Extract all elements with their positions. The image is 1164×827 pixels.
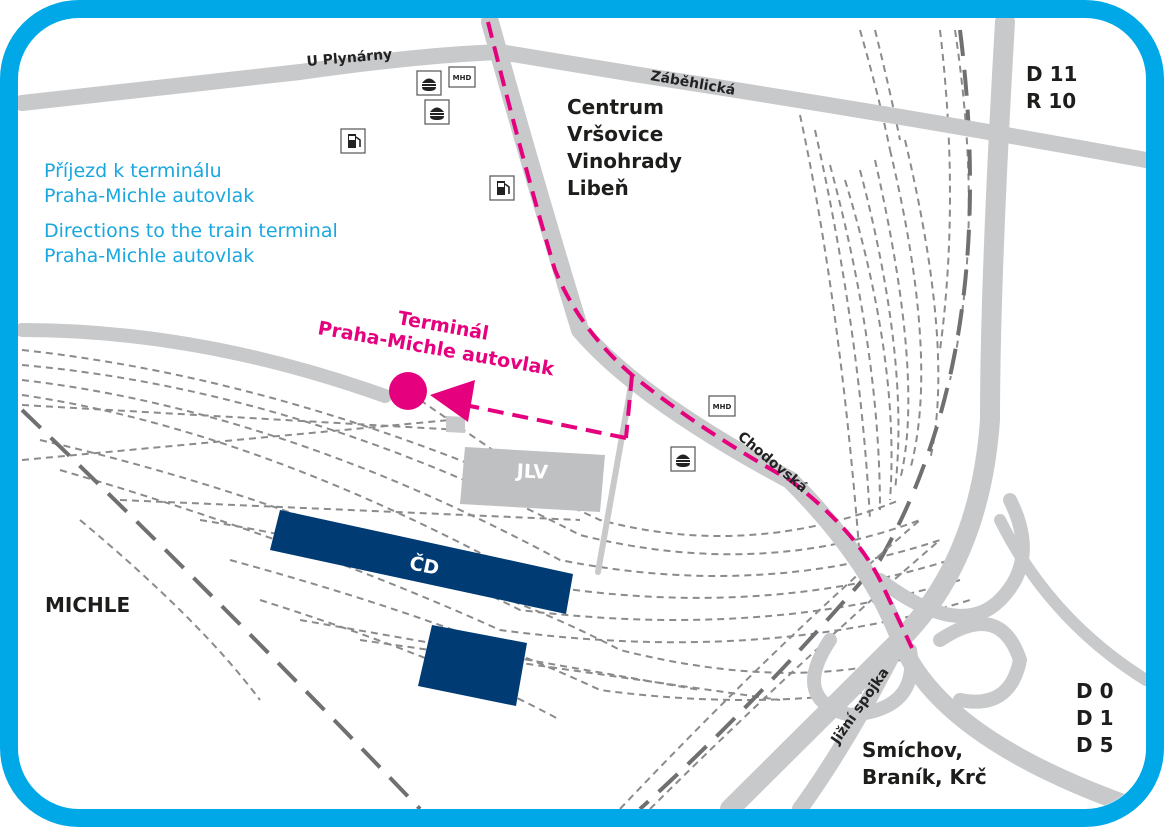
place-north-4: Libeň xyxy=(567,176,629,200)
jlv-building xyxy=(460,447,605,512)
highway-se-3: D 5 xyxy=(1076,733,1113,757)
terminal-marker[interactable] xyxy=(389,372,427,410)
mhd-label: MHD xyxy=(453,74,472,82)
cd-building-south xyxy=(418,625,527,706)
jlv-annex xyxy=(446,416,465,433)
road-service xyxy=(595,377,635,575)
route-connector xyxy=(624,374,634,439)
place-michle: MICHLE xyxy=(45,593,130,617)
place-north-1: Centrum xyxy=(567,95,664,119)
road-loop-right xyxy=(933,617,1027,709)
info-en-line1: Directions to the train terminal xyxy=(44,220,338,242)
bus-stop-icon: MHD xyxy=(708,395,736,417)
route-main xyxy=(486,21,914,649)
road-loop-left xyxy=(807,633,919,722)
info-en-line2: Praha-Michle autovlak xyxy=(44,245,254,267)
mhd-label: MHD xyxy=(713,403,732,411)
street-label-u-plynarny: U Plynárny xyxy=(306,47,393,70)
cd-building xyxy=(270,510,573,614)
restaurant-icon xyxy=(416,70,442,96)
restaurant-icon xyxy=(670,446,696,472)
road-terminal-access xyxy=(18,323,392,403)
route-arrow xyxy=(430,380,475,422)
place-north-2: Vršovice xyxy=(567,122,663,146)
info-cz-line2: Praha-Michle autovlak xyxy=(44,185,254,207)
road-jizni-spojka xyxy=(792,632,908,809)
route-approach xyxy=(464,403,627,440)
jlv-label: JLV xyxy=(514,460,549,484)
fuel-station-icon xyxy=(489,175,515,201)
info-cz-line1: Příjezd k terminálu xyxy=(44,160,222,182)
road-u-plynarny-zabehlicka xyxy=(18,44,1146,168)
restaurant-icon xyxy=(424,99,450,125)
bus-stop-icon: MHD xyxy=(448,66,476,88)
railway-tracks xyxy=(20,29,972,809)
highway-ne-2: R 10 xyxy=(1026,89,1076,113)
highway-se-1: D 0 xyxy=(1076,679,1113,703)
fuel-station-icon xyxy=(340,128,366,154)
road-ramp xyxy=(873,493,1030,623)
highway-ne-1: D 11 xyxy=(1026,62,1077,86)
road-highway xyxy=(720,18,1015,809)
poi-icons: MHD MHD xyxy=(340,66,736,472)
place-north-3: Vinohrady xyxy=(567,149,682,173)
place-south-2: Braník, Krč xyxy=(862,765,987,789)
road-d0 xyxy=(994,514,1146,686)
directions-info: Příjezd k terminálu Praha-Michle autovla… xyxy=(44,160,338,267)
place-south-1: Smíchov, xyxy=(862,738,963,762)
highway-se-2: D 1 xyxy=(1076,706,1113,730)
